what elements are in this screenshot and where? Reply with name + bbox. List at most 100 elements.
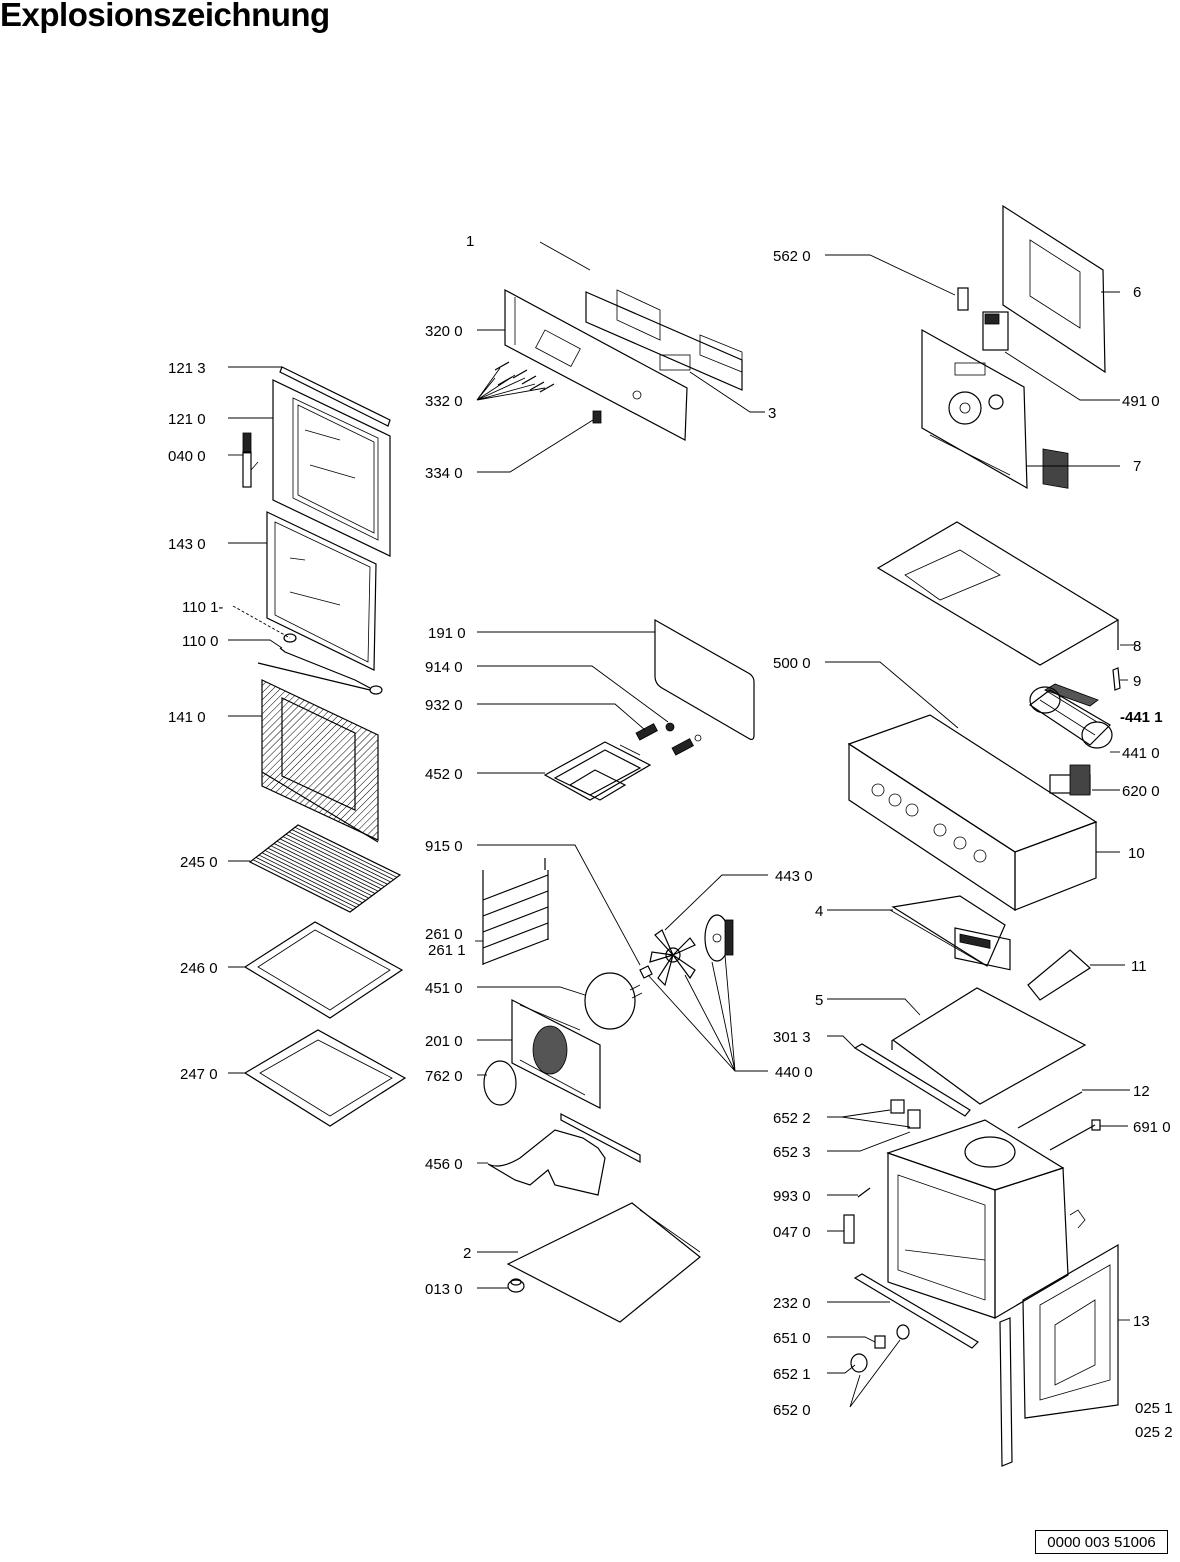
bottom-heater-element-part [487,1113,641,1196]
label-332-0: 332 0 [425,393,463,410]
screw [494,361,510,371]
door-seal-strip-part [279,366,391,427]
label-4: 4 [815,903,823,920]
door-hinge-part [242,432,259,488]
label-110-0: 110 0 [182,633,218,650]
fan-cover-plate-part [483,1060,517,1106]
label-915-0: 915 0 [425,838,463,855]
label-2: 2 [463,1245,471,1262]
label-143-0: 143 0 [168,536,206,553]
floor-plate-part [891,987,1087,1105]
wire-shelf-part [248,824,402,913]
fan-nut-part [639,965,653,979]
back-cover-panel-part [1002,204,1106,489]
shelf-wire [291,829,394,880]
page-title: Explosionszeichnung [0,0,330,33]
label-110-1: 110 1- [182,599,223,616]
part-labels: 1 320 0 332 0 334 0 3 562 0 6 491 0 7 12… [168,233,1173,1441]
label-652-1: 652 1 [773,1366,811,1383]
fan-heater-ring-part [584,972,643,1030]
shelf-wire [261,852,363,904]
label-025-1: 025 1 [1135,1400,1173,1417]
shelf-wire [279,838,382,890]
screw-part [857,1187,871,1198]
selector-switch-part [1049,764,1091,796]
label-201-0: 201 0 [425,1033,463,1050]
label-652-2: 652 2 [773,1110,811,1127]
oven-foot-part [507,1278,525,1293]
rail-bar [482,938,549,965]
label-1: 1 [466,233,474,250]
tangential-fan-part [1028,686,1113,749]
label-8: 8 [1133,638,1141,655]
bottom-plate-part [506,1202,701,1323]
top-cover-plate-part [876,521,1120,666]
label-320-0: 320 0 [425,323,463,340]
lamp-socket-part [890,1099,921,1129]
label-246-0: 246 0 [180,960,218,977]
label-245-0: 245 0 [180,854,218,871]
label-443-0: 443 0 [775,868,813,885]
label-261-1: 261 1 [428,942,466,959]
side-cover-part [1027,949,1091,1001]
screw [521,375,537,385]
fan-motor-part [704,914,734,962]
baking-tray-part [243,921,404,1019]
shelf-wire [264,850,366,901]
label-3: 3 [768,405,776,422]
screw [512,369,528,379]
side-panel-strip-part [999,1317,1013,1467]
document-number-box: 0000 003 51006 [1035,1530,1168,1554]
shelf-rail-part [482,858,549,965]
hinge-receiver-part [843,1214,855,1244]
label-6: 6 [1133,284,1141,301]
label-013-0: 013 0 [425,1281,463,1298]
label-651-0: 651 0 [773,1330,811,1347]
shelf-wire [270,845,373,897]
panel-screws-part [494,361,555,393]
temperature-sensor-part [1049,1119,1101,1151]
label-620-0: 620 0 [1122,783,1160,800]
deep-tray-part [243,1029,407,1127]
label-141-0: 141 0 [168,709,206,726]
shelf-wire [288,831,391,883]
control-board-part [585,289,743,391]
control-knob-part [850,1353,868,1373]
label-652-0: 652 0 [773,1402,811,1419]
label-232-0: 232 0 [773,1295,811,1312]
label-441-0: 441 0 [1122,745,1160,762]
shelf-wire [255,857,357,908]
label-261-0: 261 0 [425,926,463,943]
top-deflector-part [889,895,1006,967]
label-12: 12 [1133,1083,1150,1100]
label-440-0: 440 0 [775,1064,813,1081]
label-652-3: 652 3 [773,1144,811,1161]
shelf-wire [252,859,354,911]
shelf-wire [282,836,385,887]
control-housing-part [847,714,1098,912]
leader-lines [228,241,1135,1408]
control-panel-fascia-part [504,288,691,441]
label-5: 5 [815,992,823,1009]
label-047-0: 047 0 [773,1224,811,1241]
label-121-0: 121 0 [168,411,206,428]
shelf-wire [267,847,369,899]
label-11: 11 [1131,958,1147,975]
label-7: 7 [1133,458,1141,475]
shelf-wire [273,843,376,894]
rail-bar [482,874,549,901]
inner-door-glass-part [266,511,377,671]
oven-cavity-part [886,1119,1086,1320]
label-025-2: 025 2 [1135,1424,1173,1441]
small-bracket-part [1112,667,1121,691]
shelf-wire [294,826,398,878]
rear-panel-part [921,328,1028,490]
label-452-0: 452 0 [425,766,463,783]
rail-bar [482,906,549,933]
label-500-0: 500 0 [773,655,811,672]
rear-fan-cover-part [511,999,601,1109]
label-932-0: 932 0 [425,697,463,714]
side-panel-part [1022,1243,1119,1419]
label-334-0: 334 0 [425,465,463,482]
label-691-0: 691 0 [1133,1119,1171,1136]
